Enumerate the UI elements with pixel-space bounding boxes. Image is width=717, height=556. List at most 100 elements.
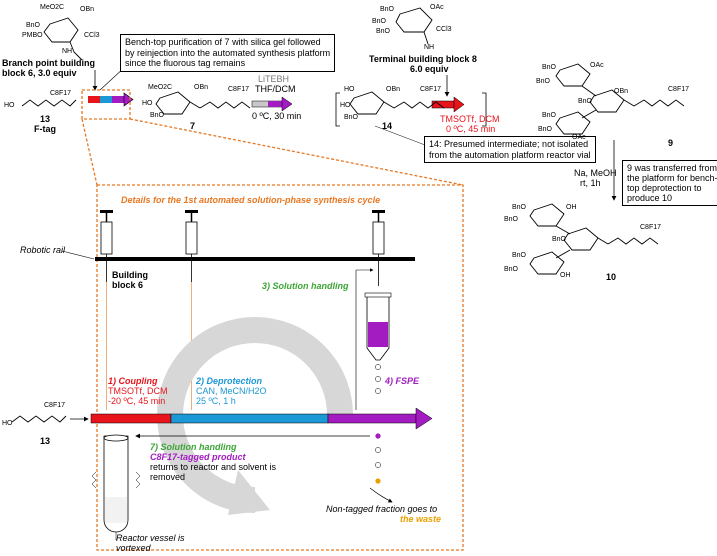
reagent-tmsotf-1: TMSOTf, DCM: [440, 114, 500, 124]
chem-bno-8b: BnO: [372, 18, 387, 25]
note-14-line-2: from the automation platform reactor via…: [429, 149, 591, 160]
step-1-title: 1) Coupling: [108, 376, 158, 386]
step-1-cond-1: TMSOTf, DCM: [108, 386, 168, 396]
chem-bno-6: BnO: [26, 22, 41, 29]
note14-pointer: [374, 125, 426, 146]
chem-c8f17-9: C8F17: [668, 86, 690, 93]
funnel-line-right: [129, 118, 464, 186]
note-14: 14: Presumed intermediate; not isolated …: [424, 136, 596, 163]
terminal-label-1: Terminal building block 8: [369, 54, 477, 64]
chem-ho-14a: HO: [344, 86, 355, 93]
chem-bno-9b: BnO: [536, 78, 551, 85]
structure-14: [349, 91, 445, 115]
chem-nh-8: NH: [424, 44, 435, 51]
rail-pointer: [61, 250, 95, 260]
robotic-rail-label: Robotic rail: [20, 245, 66, 255]
chem-c8f17-10: C8F17: [640, 224, 662, 231]
note-9-line-3: top deprotection to: [627, 183, 702, 193]
step-7-body-2: returns to reactor and solvent is: [150, 462, 277, 472]
structure-13-bottom: [11, 415, 67, 423]
structure-6: [43, 17, 83, 61]
cmpd-13-label-bottom: 13: [40, 436, 51, 446]
chem-meo2c-6: MeO2C: [40, 4, 65, 11]
structure-7: [155, 91, 251, 115]
note-9-line-2: the platform for bench-: [627, 173, 717, 183]
chem-ho-13: HO: [4, 102, 15, 109]
tmsotf-arrow: [431, 96, 465, 113]
step-7-body-3: removed: [150, 472, 186, 482]
cycle-title-text: Details for the 1st automated solution-p…: [121, 195, 381, 205]
chem-bno-14: BnO: [344, 114, 359, 121]
chem-oac-9b: OAc: [572, 134, 586, 141]
structure-8: [395, 7, 433, 45]
chem-bno-8c: BnO: [376, 28, 391, 35]
chem-c8f17-13: C8F17: [50, 90, 72, 97]
cmpd-13-label-top: 13: [40, 114, 51, 124]
terminal-label-2: 6.0 equiv: [410, 64, 449, 74]
note-9-line-4: produce 10: [627, 193, 673, 203]
chem-pmbo-6: PMBO: [22, 32, 43, 39]
syringe-1: [100, 210, 113, 282]
reactor-vessel: [91, 434, 141, 540]
chem-ho-14b: HO: [340, 102, 351, 109]
waste-arrow: [369, 487, 393, 503]
syringe-2: [185, 210, 198, 282]
reactor-label-2: vortexed: [116, 543, 151, 553]
step-4-label: 4) FSPE: [385, 376, 420, 386]
chem-oh-10b: OH: [560, 272, 571, 279]
step-7-title: 7) Solution handling: [150, 442, 237, 452]
bracket-right: [482, 92, 487, 127]
step-2-cond-1: CAN, MeCN/H2O: [196, 386, 267, 396]
step-3-label: 3) Solution handling: [262, 281, 349, 291]
note-bench-line-3: since the fluorous tag remains: [125, 58, 246, 68]
chem-ho-7: HO: [142, 100, 153, 107]
note-bench-line-2: by reinjection into the automated synthe…: [125, 47, 331, 58]
structure-9: [555, 63, 685, 135]
chem-oac-8: OAc: [430, 4, 444, 11]
step-2-title: 2) Deprotection: [196, 376, 263, 386]
chem-obn-9: OBn: [614, 88, 629, 95]
note-bench-top: Bench-top purification of 7 with silica …: [120, 34, 336, 72]
bracket-left: [335, 92, 340, 127]
reagent-na-2: rt, 1h: [580, 178, 601, 188]
cmpd-7-label: 7: [190, 121, 196, 131]
chem-oh-10a: OH: [566, 204, 577, 211]
cycle-arrow: [157, 317, 353, 515]
small-sequence-bar: [88, 92, 134, 107]
chem-bno-10a: BnO: [512, 204, 527, 211]
reagent-tmsotf-2: 0 ºC, 45 min: [446, 124, 496, 134]
cmpd-14-label: 14: [382, 121, 393, 131]
chem-nh-6: NH: [62, 48, 73, 55]
reagent-litebh-2: THF/DCM: [255, 84, 296, 94]
nontagged-1: Non-tagged fraction goes to: [326, 504, 438, 514]
chem-c8f17-13-bottom: C8F17: [44, 402, 66, 409]
reactor-label-1: Reactor vessel is: [116, 533, 185, 543]
reagent-litebh-1: LiTEBH: [258, 74, 290, 84]
note-9-line-1: 9 was transferred from: [627, 163, 717, 173]
branch-label-1: Branch point building: [2, 58, 95, 68]
syringe-3: [372, 210, 385, 286]
chem-bno-9c: BnO: [578, 98, 593, 105]
step-2-cond-2: 25 ºC, 1 h: [196, 396, 236, 406]
chem-ccl3-6: CCl3: [84, 32, 100, 39]
chem-ho-13-bottom: HO: [2, 420, 13, 427]
chem-obn-6: OBn: [80, 6, 95, 13]
chem-meo2c-7: MeO2C: [148, 84, 173, 91]
chem-bno-9e: BnO: [538, 126, 553, 133]
cmpd-9-label: 9: [668, 138, 674, 148]
chem-bno-10e: BnO: [504, 266, 519, 273]
chem-c8f17-7: C8F17: [228, 86, 250, 93]
chem-bno-9d: BnO: [542, 112, 557, 119]
nontagged-2: the waste: [400, 514, 442, 524]
focus-box: [81, 89, 131, 120]
chem-bno-8a: BnO: [380, 6, 395, 13]
reagent-na-1: Na, MeOH: [574, 168, 617, 178]
chem-bno-9a: BnO: [542, 64, 557, 71]
chem-c8f17-14: C8F17: [420, 86, 442, 93]
chem-oac-9a: OAc: [590, 62, 604, 69]
step-7-body-1: C8F17-tagged product: [150, 452, 246, 462]
fspe-cartridge: [364, 292, 392, 484]
building-block-label-2: block 6: [112, 280, 144, 290]
cycle-title: Details for the 1st automated solution-p…: [121, 195, 380, 205]
